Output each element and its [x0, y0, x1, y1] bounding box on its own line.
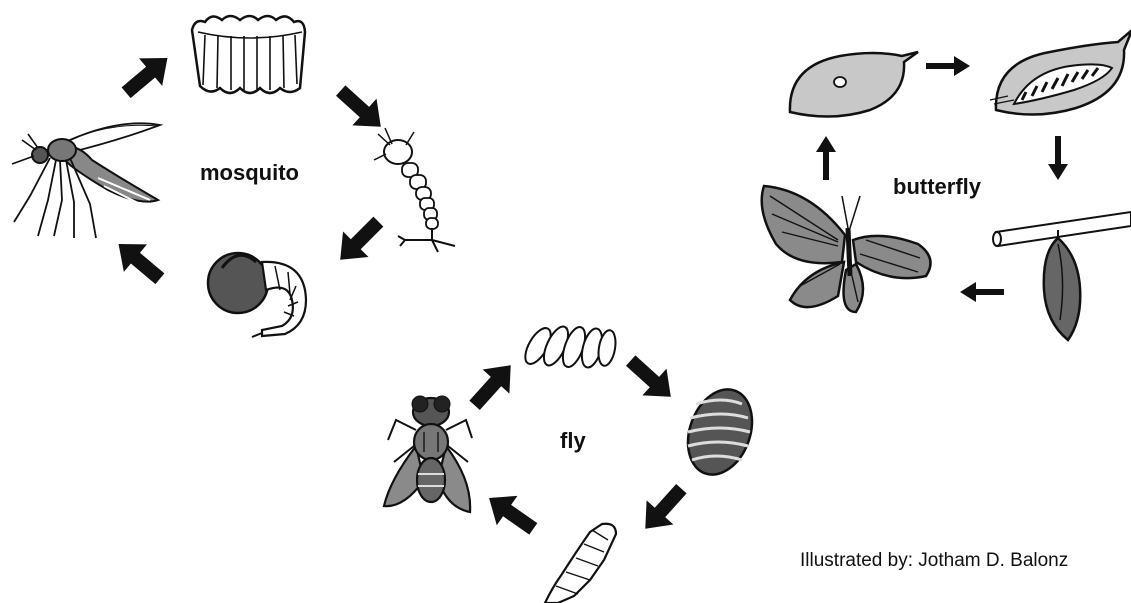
- mosquito-icon: [12, 123, 160, 238]
- butterfly-label: butterfly: [893, 174, 981, 200]
- arrow-icon: [327, 209, 391, 273]
- arrow-icon: [619, 347, 683, 410]
- fly-pupa-icon: [677, 380, 763, 483]
- arrow-icon: [816, 136, 836, 180]
- mosquito-label: mosquito: [200, 160, 299, 186]
- egg-raft-icon: [192, 16, 305, 93]
- fly-icon: [384, 396, 472, 512]
- arrow-icon: [115, 44, 180, 106]
- arrow-icon: [1048, 136, 1068, 180]
- caterpillar-icon: [990, 30, 1131, 115]
- fly-label: fly: [560, 428, 586, 454]
- larva-icon: [374, 128, 455, 252]
- arrow-icon: [632, 477, 695, 541]
- butterfly-icon: [762, 186, 931, 312]
- arrow-icon: [461, 353, 524, 417]
- arrow-icon: [960, 282, 1004, 302]
- arrow-icon: [926, 56, 970, 76]
- leaf-icon: [790, 52, 918, 117]
- arrow-icon: [329, 77, 393, 140]
- maggot-icon: [545, 524, 616, 603]
- fly-cycle: [384, 323, 763, 603]
- arrow-icon: [107, 230, 172, 292]
- pupa-icon: [208, 253, 306, 337]
- fly-eggs-icon: [520, 323, 618, 370]
- chrysalis-icon: [1044, 230, 1080, 340]
- illustrator-credit: Illustrated by: Jotham D. Balonz: [800, 550, 1131, 572]
- arrow-icon: [479, 483, 544, 543]
